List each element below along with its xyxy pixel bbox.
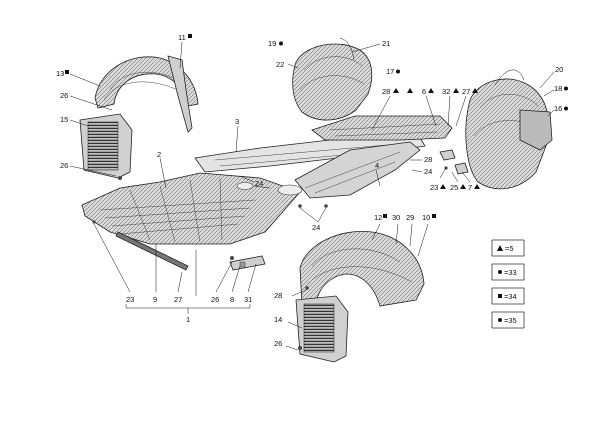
- callout-7: 7: [468, 183, 472, 192]
- callout-26: 26: [60, 161, 68, 170]
- rear-tray: [311, 115, 453, 141]
- callout-27: 27: [462, 87, 470, 96]
- legend-item-square: =34: [491, 287, 525, 305]
- callout-28: 28: [424, 155, 432, 164]
- dot-icon: [498, 318, 502, 322]
- legend-value: =34: [504, 292, 517, 301]
- legend-value: =35: [504, 316, 517, 325]
- callout-24: 24: [255, 179, 263, 188]
- triangle-icon: [497, 245, 503, 251]
- callout-25: 25: [450, 183, 458, 192]
- legend-value: =5: [505, 244, 514, 253]
- callout-31: 31: [244, 295, 252, 304]
- callout-9: 9: [153, 295, 157, 304]
- callout-28: 28: [382, 87, 390, 96]
- wheelhouse-front-left-13: [94, 55, 199, 133]
- splash-guard-15: [79, 113, 133, 179]
- center-panel-3: [194, 137, 426, 173]
- legend-item-dot-35: =35: [491, 311, 525, 329]
- callout-16: 16: [554, 104, 562, 113]
- callout-21: 21: [382, 39, 390, 48]
- callout-12: 12: [374, 213, 382, 222]
- callout-8: 8: [230, 295, 234, 304]
- strip-9: [115, 231, 189, 271]
- callout-30: 30: [392, 213, 400, 222]
- dot-icon: [498, 270, 502, 274]
- callout-14: 14: [274, 315, 282, 324]
- callout-2: 2: [157, 150, 161, 159]
- callout-22: 22: [276, 60, 284, 69]
- callout-26: 26: [274, 339, 282, 348]
- callout-1: 1: [186, 315, 190, 324]
- callout-26: 26: [211, 295, 219, 304]
- side-panel-4: [294, 141, 421, 199]
- square-icon: [498, 294, 502, 298]
- callout-24: 24: [424, 167, 432, 176]
- symbol-legend: =5 =33 =34 =35: [491, 239, 525, 329]
- callout-17: 17: [386, 67, 394, 76]
- legend-value: =33: [504, 268, 517, 277]
- callout-4: 4: [375, 161, 379, 170]
- callout-23: 23: [430, 183, 438, 192]
- wheelhouse-rear-right-20: [465, 69, 553, 190]
- legend-item-dot-33: =33: [491, 263, 525, 281]
- callout-23: 23: [126, 295, 134, 304]
- callout-6: 6: [422, 87, 426, 96]
- callout-29: 29: [406, 213, 414, 222]
- callout-13: 13: [56, 69, 64, 78]
- callout-18: 18: [554, 84, 562, 93]
- callout-10: 10: [422, 213, 430, 222]
- callout-3: 3: [235, 117, 239, 126]
- callout-19: 19: [268, 39, 276, 48]
- splash-guard-14: [295, 295, 349, 363]
- callout-27: 27: [174, 295, 182, 304]
- wheelhouse-front-right-10: [299, 230, 425, 307]
- leader-lines: [69, 41, 555, 351]
- callout-26: 26: [60, 91, 68, 100]
- callout-32: 32: [442, 87, 450, 96]
- wheelhouse-rear-left-22: [292, 37, 373, 121]
- callout-28: 28: [274, 291, 282, 300]
- small-brackets: [229, 149, 469, 271]
- callout-20: 20: [555, 65, 563, 74]
- callout-15: 15: [60, 115, 68, 124]
- underbody-tray-2: [81, 172, 303, 245]
- callout-labels: 11 13 26 15 26 2 3 24 24 19 21 22 17 28 …: [56, 33, 568, 348]
- callout-24: 24: [312, 223, 320, 232]
- callout-11: 11: [178, 33, 186, 42]
- legend-item-triangle: =5: [491, 239, 525, 257]
